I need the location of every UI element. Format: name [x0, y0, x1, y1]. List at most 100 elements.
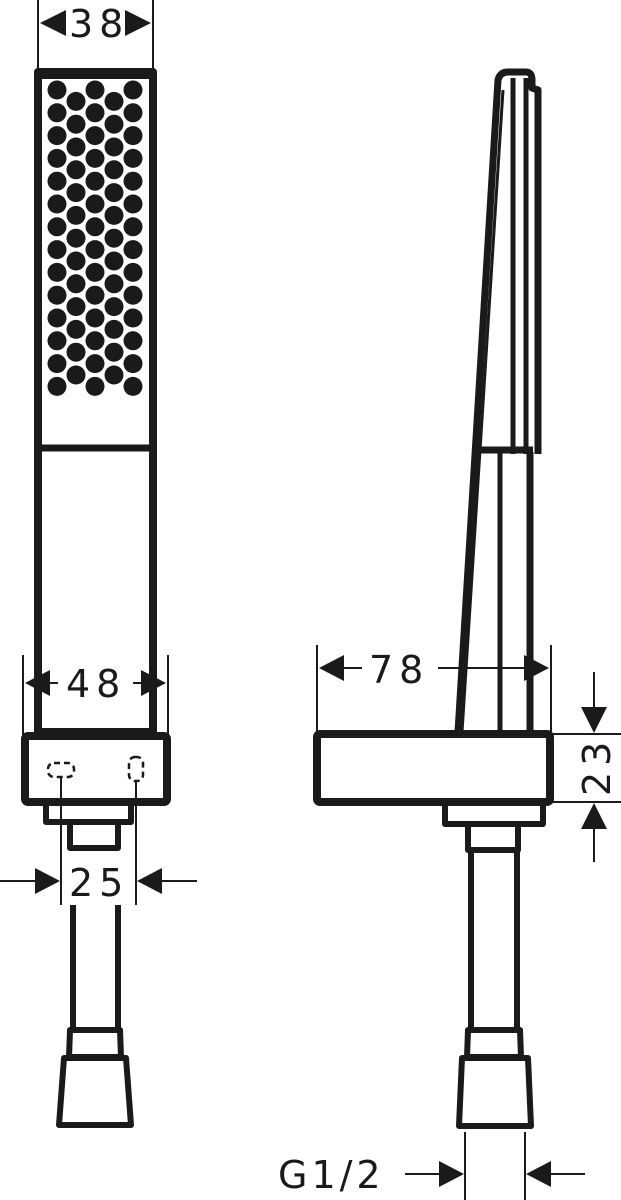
dim-78-label: 78 [369, 648, 429, 692]
nozzle-dot [85, 331, 105, 351]
nozzle-dot [85, 126, 105, 146]
nozzle-dot [104, 91, 124, 111]
nozzle-dot [104, 319, 124, 339]
dim-38-label: 38 [69, 2, 129, 46]
nozzle-dot [123, 354, 143, 374]
nozzle-dot [47, 376, 67, 396]
nozzle-dot [104, 274, 124, 294]
dim-78-arrow-right [524, 655, 549, 681]
hose-collar-side [464, 1027, 524, 1060]
nozzle-dot [123, 331, 143, 351]
nozzle-dot [85, 376, 105, 396]
nozzle-dot [85, 240, 105, 260]
nozzle-dot [85, 103, 105, 123]
nozzle-dot [66, 205, 86, 225]
dim-38-arrow-right [125, 10, 151, 36]
nozzle-dot [85, 171, 105, 191]
nozzle-dot [104, 137, 124, 157]
nozzle-dot [104, 228, 124, 248]
holder-stem [43, 802, 134, 825]
dim-25-arrow-right [137, 868, 162, 894]
nozzle-dot [47, 285, 67, 305]
hose-cone-side [456, 1055, 534, 1129]
nozzle-dot [66, 160, 86, 180]
dim-48-arrow-right [141, 670, 166, 696]
nozzle-dot [47, 171, 67, 191]
nozzle-dot [47, 194, 67, 214]
nozzle-dot [66, 297, 86, 317]
nozzle-dot [85, 308, 105, 328]
side-view [313, 68, 621, 1200]
nozzle-pattern [47, 80, 143, 396]
front-view [0, 0, 197, 1128]
nozzle-dot [123, 217, 143, 237]
hose-nut-upper [67, 822, 121, 851]
dim-thread-arrow-left [439, 1161, 464, 1187]
shower-head-profile-inner [460, 89, 505, 733]
nozzle-dot [104, 160, 124, 180]
nozzle-dot [85, 285, 105, 305]
nozzle-dot [85, 80, 105, 100]
hose-nut-upper-side [465, 824, 521, 853]
nozzle-dot [104, 114, 124, 134]
nozzle-dot [47, 103, 67, 123]
nozzle-dot [85, 262, 105, 282]
dim-78-arrow-left [319, 655, 344, 681]
nozzle-dot [104, 183, 124, 203]
dim-23-arrow-bottom [581, 803, 607, 829]
wall-holder-front [21, 732, 171, 806]
nozzle-dot [104, 251, 124, 271]
nozzle-dot [123, 285, 143, 305]
nozzle-dot [47, 262, 67, 282]
nozzle-dot [85, 217, 105, 237]
nozzle-dot [123, 262, 143, 282]
nozzle-dot [85, 354, 105, 374]
nozzle-dot [47, 331, 67, 351]
holder-stem-side [442, 802, 546, 827]
dim-thread-arrow-right [526, 1161, 551, 1187]
nozzle-dot [123, 194, 143, 214]
nozzle-dot [104, 342, 124, 362]
nozzle-dot [123, 80, 143, 100]
hose-cone [56, 1055, 134, 1128]
nozzle-dot [47, 240, 67, 260]
nozzle-dot [123, 240, 143, 260]
nozzle-dot [123, 148, 143, 168]
nozzle-dot [47, 148, 67, 168]
nozzle-dot [123, 103, 143, 123]
nozzle-dot [66, 91, 86, 111]
nozzle-dot [123, 171, 143, 191]
nozzle-dot [47, 217, 67, 237]
dim-23-label: 23 [575, 736, 619, 796]
nozzle-dot [47, 354, 67, 374]
nozzle-dot [47, 80, 67, 100]
dim-23-arrow-top [581, 707, 607, 733]
dim-48-arrow-left [25, 670, 50, 696]
dim-25-arrow-left [35, 868, 60, 894]
nozzle-dot [66, 183, 86, 203]
nozzle-dot [66, 319, 86, 339]
nozzle-dot [85, 194, 105, 214]
nozzle-dot [123, 308, 143, 328]
nozzle-dot [66, 251, 86, 271]
wall-holder-side [313, 730, 554, 806]
nozzle-dot [123, 376, 143, 396]
shower-head-profile-outer [454, 68, 542, 733]
screw-hole-right [127, 755, 145, 783]
nozzle-dot [66, 365, 86, 385]
nozzle-dot [66, 228, 86, 248]
dim-thread-label: G1/2 [278, 1153, 385, 1197]
nozzle-dot [104, 205, 124, 225]
nozzle-dot [104, 297, 124, 317]
hose-collar [66, 1027, 124, 1060]
nozzle-dot [104, 365, 124, 385]
dim-48-label: 48 [66, 662, 126, 706]
nozzle-dot [123, 126, 143, 146]
nozzle-dot [66, 114, 86, 134]
nozzle-dot [47, 308, 67, 328]
nozzle-dot [85, 148, 105, 168]
nozzle-dot [66, 274, 86, 294]
nozzle-dot [66, 137, 86, 157]
shower-head-body [34, 68, 157, 736]
